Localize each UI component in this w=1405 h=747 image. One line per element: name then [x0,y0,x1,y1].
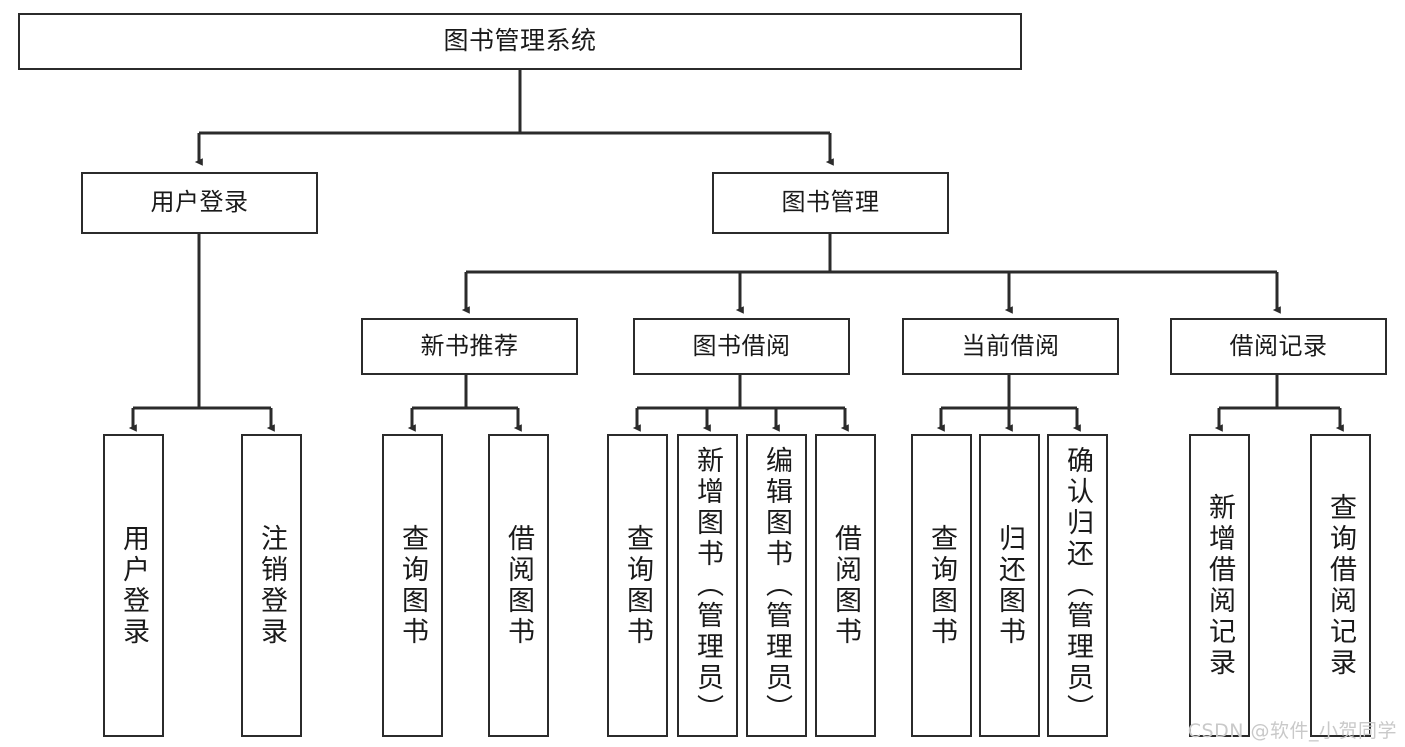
node-label: 编辑图书（管理员） [761,446,792,725]
node-label: 查询图书 [926,523,957,648]
leaf-add-borrow-record[interactable]: 新增借阅记录 [1189,434,1250,737]
node-label: 归还图书 [994,523,1025,648]
leaf-borrow-books[interactable]: 借阅图书 [815,434,876,737]
node-label: 新增图书（管理员） [692,446,723,725]
leaf-user-login[interactable]: 用户登录 [103,434,164,737]
node-book-management[interactable]: 图书管理 [712,172,949,234]
node-label: 注销登录 [256,523,287,648]
watermark-text: CSDN @软件_小贺同学 [1187,720,1397,742]
node-label: 图书管理系统 [443,26,597,56]
leaf-edit-book-admin[interactable]: 编辑图书（管理员） [746,434,807,737]
node-label: 当前借阅 [961,331,1060,360]
node-label: 查询图书 [622,523,653,648]
leaf-query-books-borrow[interactable]: 查询图书 [607,434,668,737]
node-label: 新书推荐 [420,331,519,360]
node-label: 借阅记录 [1229,331,1328,360]
node-user-login[interactable]: 用户登录 [81,172,318,234]
node-label: 图书借阅 [692,331,791,360]
node-label: 借阅图书 [503,523,534,648]
node-label: 用户登录 [150,188,249,217]
leaf-return-books[interactable]: 归还图书 [979,434,1040,737]
node-label: 图书管理 [781,188,880,217]
node-new-book-recommendation[interactable]: 新书推荐 [361,318,578,375]
leaf-query-books-recommend[interactable]: 查询图书 [382,434,443,737]
node-label: 新增借阅记录 [1204,492,1235,679]
node-label: 确认归还（管理员） [1062,446,1093,725]
node-root-book-management-system[interactable]: 图书管理系统 [18,13,1022,70]
leaf-query-books-current[interactable]: 查询图书 [911,434,972,737]
node-book-borrowing[interactable]: 图书借阅 [633,318,850,375]
leaf-borrow-books-recommend[interactable]: 借阅图书 [488,434,549,737]
leaf-add-book-admin[interactable]: 新增图书（管理员） [677,434,738,737]
leaf-query-borrow-record[interactable]: 查询借阅记录 [1310,434,1371,737]
node-label: 查询图书 [397,523,428,648]
node-label: 借阅图书 [830,523,861,648]
leaf-logout[interactable]: 注销登录 [241,434,302,737]
node-current-borrowing[interactable]: 当前借阅 [902,318,1119,375]
node-borrowing-records[interactable]: 借阅记录 [1170,318,1387,375]
node-label: 用户登录 [118,523,149,648]
leaf-confirm-return-admin[interactable]: 确认归还（管理员） [1047,434,1108,737]
node-label: 查询借阅记录 [1325,492,1356,679]
